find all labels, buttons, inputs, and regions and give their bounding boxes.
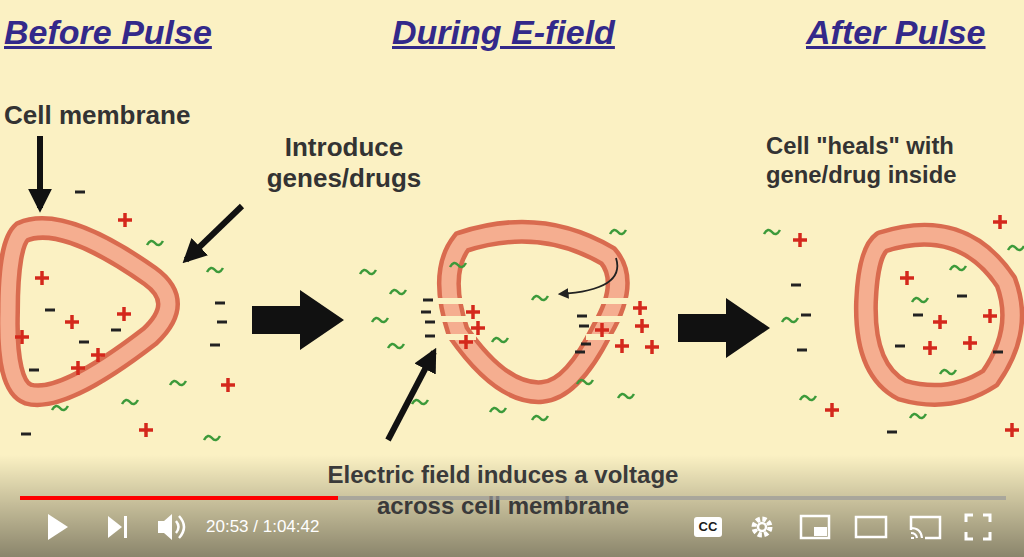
panel-heading: Before Pulse: [4, 12, 212, 53]
panel-heading: During E-field: [392, 12, 615, 53]
charge-symbols: [15, 192, 1024, 440]
pointer-arrow: [37, 136, 43, 208]
annotation: Cell "heals" with gene/drug inside: [766, 132, 1020, 189]
pointer-arrow: [186, 206, 242, 260]
panel-heading: After Pulse: [806, 12, 986, 53]
entry-arrow: [560, 258, 617, 294]
pointer-arrow: [388, 352, 434, 440]
annotation: Introduce genes/drugs: [244, 132, 444, 194]
cell-before: [8, 228, 168, 395]
caption-note: Electric field induces a voltage across …: [318, 459, 688, 521]
process-arrow: [678, 298, 770, 358]
process-arrow: [252, 290, 344, 350]
cc-button-text: CC: [694, 519, 722, 535]
cell-during: [436, 232, 630, 392]
cell-after: [866, 235, 1012, 395]
time-display: 20:53 / 1:04:42: [206, 517, 319, 537]
player-shade: [0, 455, 1024, 557]
annotation: Cell membrane: [4, 100, 190, 131]
